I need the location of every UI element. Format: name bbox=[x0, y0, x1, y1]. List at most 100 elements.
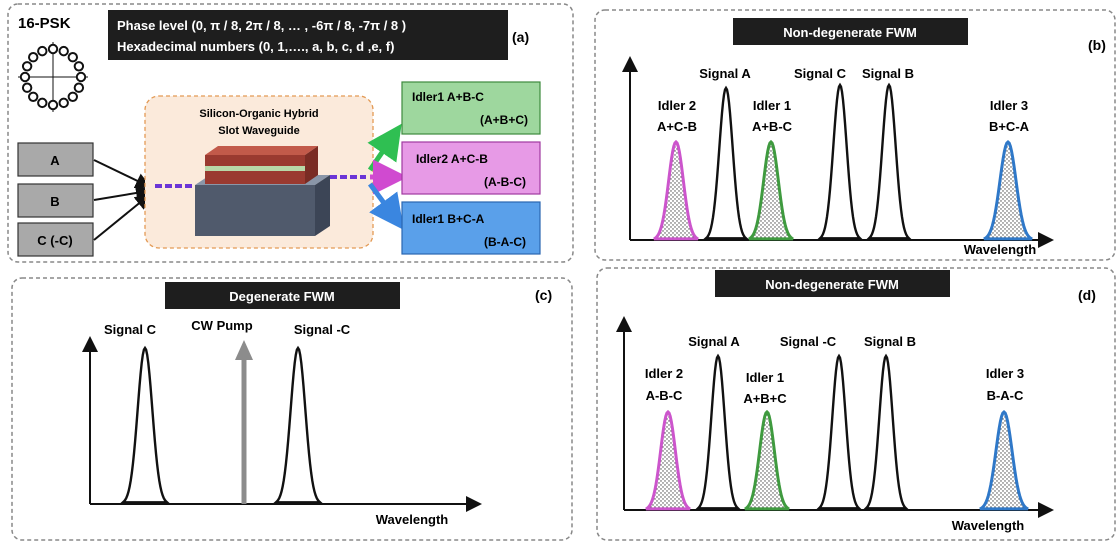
d-signal-minus-c-peak bbox=[816, 353, 862, 510]
panel-b-title: Non-degenerate FWM bbox=[783, 25, 917, 40]
phase-info-box bbox=[108, 10, 508, 60]
panel-c-border bbox=[11, 277, 573, 541]
output-idler2-line1: Idler2 A+C-B bbox=[416, 152, 488, 166]
b-idler3-label: Idler 3 bbox=[990, 98, 1028, 113]
b-idler2-peak bbox=[653, 139, 699, 241]
constellation-point bbox=[28, 52, 39, 63]
panel-b-labels: Idler 2 A+C-B Signal A Idler 1 A+B-C Sig… bbox=[657, 66, 1030, 134]
input-a-label: A bbox=[50, 153, 60, 168]
constellation-point bbox=[21, 61, 33, 72]
format-title: 16-PSK bbox=[18, 15, 71, 32]
c-signal-minus-c-label: Signal -C bbox=[294, 322, 351, 337]
panel-b-xlabel: Wavelength bbox=[964, 242, 1037, 257]
d-signal-a-label: Signal A bbox=[688, 334, 740, 349]
input-b-arrow bbox=[93, 185, 152, 201]
d-idler3-peak bbox=[979, 409, 1029, 511]
b-idler2-label: Idler 2 bbox=[658, 98, 696, 113]
input-c-arrow bbox=[93, 193, 152, 241]
d-idler1-peak bbox=[744, 409, 790, 511]
panel-c-xlabel: Wavelength bbox=[376, 512, 449, 527]
panel-b-title-box bbox=[733, 18, 968, 45]
d-idler2-peak bbox=[645, 409, 691, 511]
d-idler3-label: Idler 3 bbox=[986, 366, 1024, 381]
spectrum-d bbox=[616, 316, 1054, 518]
output-idler2-line2: (A-B-C) bbox=[484, 175, 526, 189]
slot-waveguide-graphic bbox=[195, 146, 330, 236]
d-signal-a-peak bbox=[695, 353, 741, 510]
idler-out-arrow-blue bbox=[367, 182, 404, 231]
b-signal-b-label: Signal B bbox=[862, 66, 914, 81]
b-idler3-peak bbox=[983, 139, 1033, 241]
constellation-point bbox=[73, 82, 85, 93]
output-idler1-line1: Idler1 A+B-C bbox=[412, 90, 484, 104]
c-signal-minus-c-peak bbox=[272, 345, 324, 504]
panel-c: Degenerate FWM (c) Signal C CW Pump Sign… bbox=[11, 277, 573, 541]
constellation-point bbox=[75, 71, 87, 83]
constellation-point bbox=[37, 97, 48, 109]
panel-c-title: Degenerate FWM bbox=[229, 289, 334, 304]
panel-d-title: Non-degenerate FWM bbox=[765, 277, 899, 292]
spectrum-b bbox=[622, 56, 1054, 248]
b-idler3-formula: B+C-A bbox=[989, 119, 1030, 134]
spectrum-c bbox=[82, 336, 482, 512]
panel-d-border bbox=[596, 267, 1116, 541]
output-idler1-box: Idler1 A+B-C (A+B+C) bbox=[401, 81, 541, 135]
constellation-point bbox=[67, 91, 78, 102]
d-idler3-formula: B-A-C bbox=[987, 388, 1024, 403]
input-c: C (-C) bbox=[17, 222, 94, 257]
constellation-point bbox=[47, 43, 59, 55]
d-idler1-formula: A+B+C bbox=[743, 391, 787, 406]
d-idler2-formula: A-B-C bbox=[646, 388, 683, 403]
panel-a: 16-PSK Phase level (0, π / 8, 2π / 8, … … bbox=[7, 3, 574, 263]
output-idler3-line2: (B-A-C) bbox=[484, 235, 526, 249]
hex-numbers-text: Hexadecimal numbers (0, 1,…., a, b, c, d… bbox=[117, 39, 394, 54]
input-c-label: C (-C) bbox=[37, 233, 72, 248]
panel-d: Non-degenerate FWM (d) Idler 2 A-B-C Sig… bbox=[596, 267, 1116, 541]
panel-a-tag: (a) bbox=[512, 29, 529, 45]
d-signal-minus-c-label: Signal -C bbox=[780, 334, 837, 349]
constellation-point bbox=[73, 61, 85, 72]
b-signal-a-label: Signal A bbox=[699, 66, 751, 81]
b-idler2-formula: A+C-B bbox=[657, 119, 697, 134]
panel-b: Non-degenerate FWM (b) Idler 2 A+C-B Sig… bbox=[594, 9, 1116, 261]
panel-d-tag: (d) bbox=[1078, 287, 1096, 303]
panel-d-labels: Idler 2 A-B-C Signal A Idler 1 A+B+C Sig… bbox=[645, 334, 1024, 406]
psk-constellation bbox=[18, 42, 88, 112]
waveguide-title-1: Silicon-Organic Hybrid bbox=[199, 108, 318, 120]
output-idler3-line1: Idler1 B+C-A bbox=[412, 212, 485, 226]
constellation-point bbox=[19, 71, 31, 83]
waveguide-title-2: Slot Waveguide bbox=[218, 125, 300, 137]
constellation-point bbox=[47, 99, 59, 111]
panel-d-xlabel: Wavelength bbox=[952, 518, 1025, 533]
constellation-point bbox=[58, 45, 69, 57]
d-idler1-label: Idler 1 bbox=[746, 370, 784, 385]
b-signal-c-label: Signal C bbox=[794, 66, 847, 81]
b-signal-a-peak bbox=[702, 85, 750, 240]
panel-b-border bbox=[594, 9, 1116, 261]
c-signal-c-label: Signal C bbox=[104, 322, 157, 337]
constellation-point bbox=[37, 45, 48, 57]
c-cw-pump-label: CW Pump bbox=[191, 318, 252, 333]
d-signal-b-label: Signal B bbox=[864, 334, 916, 349]
panel-c-tag: (c) bbox=[535, 287, 552, 303]
b-idler1-peak bbox=[748, 139, 794, 241]
input-b: B bbox=[17, 183, 94, 218]
b-idler1-formula: A+B-C bbox=[752, 119, 793, 134]
b-idler1-label: Idler 1 bbox=[753, 98, 791, 113]
constellation-point bbox=[21, 82, 33, 93]
b-signal-b-peak bbox=[866, 82, 912, 240]
constellation-point bbox=[28, 91, 39, 102]
constellation-point bbox=[58, 97, 69, 109]
output-idler1-line2: (A+B+C) bbox=[480, 113, 528, 127]
c-signal-c-peak bbox=[119, 345, 171, 504]
input-a-arrow bbox=[93, 159, 152, 189]
d-signal-b-peak bbox=[863, 353, 909, 510]
b-signal-c-peak bbox=[817, 82, 863, 240]
panel-d-title-box bbox=[715, 270, 950, 297]
panel-c-title-box bbox=[165, 282, 400, 309]
phase-level-text: Phase level (0, π / 8, 2π / 8, … , -6π /… bbox=[117, 18, 406, 33]
panel-a-border bbox=[7, 3, 574, 263]
d-idler2-label: Idler 2 bbox=[645, 366, 683, 381]
constellation-point bbox=[67, 52, 78, 63]
